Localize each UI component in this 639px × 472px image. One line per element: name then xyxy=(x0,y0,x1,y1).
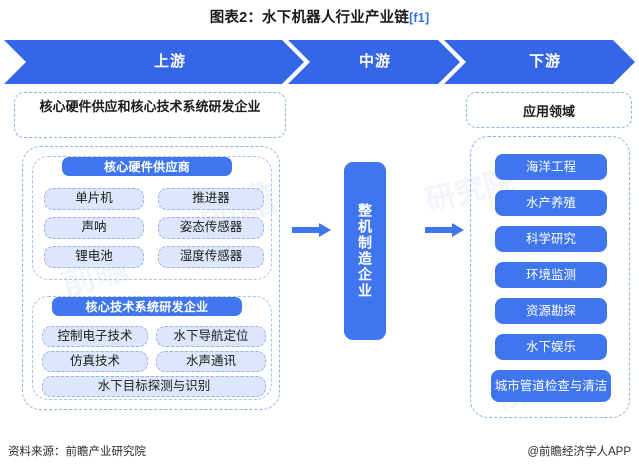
chip-upstream-technology[interactable]: 仿真技术 xyxy=(42,351,148,372)
downstream-container xyxy=(470,136,630,418)
core-hardware-group xyxy=(32,156,272,280)
upstream-container xyxy=(22,146,280,410)
core-technology-group xyxy=(32,296,272,400)
chip-upstream-hardware[interactable]: 锂电池 xyxy=(44,246,144,268)
chip-upstream-hardware[interactable]: 推进器 xyxy=(158,188,264,210)
core-technology-group-title: 核心技术系统研发企业 xyxy=(52,297,242,316)
chip-application-field[interactable]: 海洋工程 xyxy=(495,154,607,180)
chip-application-field[interactable]: 水产养殖 xyxy=(495,190,607,216)
chip-upstream-hardware[interactable]: 单片机 xyxy=(44,188,144,210)
arrow-upstream-to-midstream xyxy=(292,222,332,243)
chip-upstream-technology[interactable]: 控制电子技术 xyxy=(42,326,148,347)
chip-application-field[interactable]: 资源勘探 xyxy=(495,298,607,324)
downstream-header-box: 应用领域 xyxy=(466,92,632,128)
chip-application-field[interactable]: 城市管道检查与清洁 xyxy=(491,370,611,402)
chip-upstream-technology[interactable]: 水下导航定位 xyxy=(156,326,266,347)
upstream-header-box: 核心硬件供应和核心技术系统研发企业 xyxy=(14,92,286,138)
chip-upstream-hardware[interactable]: 声呐 xyxy=(44,217,144,239)
chip-upstream-hardware[interactable]: 湿度传感器 xyxy=(158,246,264,268)
value-chain-ribbon xyxy=(4,40,635,84)
core-hardware-group-title: 核心硬件供应商 xyxy=(62,157,232,176)
chip-application-field[interactable]: 水下娱乐 xyxy=(495,334,607,360)
chip-application-field[interactable]: 科学研究 xyxy=(495,226,607,252)
ribbon-segment-upstream xyxy=(4,40,304,84)
page-title-reference: [f1] xyxy=(409,11,430,25)
downstream-header-label: 应用领域 xyxy=(522,104,575,119)
chip-upstream-hardware[interactable]: 姿态传感器 xyxy=(158,217,264,239)
chip-application-field[interactable]: 环境监测 xyxy=(495,262,607,288)
ribbon-segment-midstream xyxy=(288,40,460,84)
arrow-midstream-to-downstream xyxy=(425,222,465,243)
upstream-header-label: 核心硬件供应和核心技术系统研发企业 xyxy=(39,99,261,114)
brand-credit: @前瞻经济学人APP xyxy=(527,446,631,458)
page-title-text: 图表2：水下机器人行业产业链 xyxy=(209,10,410,26)
ribbon-segment-downstream xyxy=(444,40,635,84)
chip-upstream-technology[interactable]: 水声通讯 xyxy=(156,351,266,372)
source-note: 资料来源：前瞻产业研究院 xyxy=(8,446,146,458)
midstream-box[interactable]: 整机制造企业 xyxy=(344,162,386,340)
page-title: 图表2：水下机器人行业产业链[f1] xyxy=(0,6,639,27)
chip-upstream-technology[interactable]: 水下目标探测与识别 xyxy=(42,376,266,397)
